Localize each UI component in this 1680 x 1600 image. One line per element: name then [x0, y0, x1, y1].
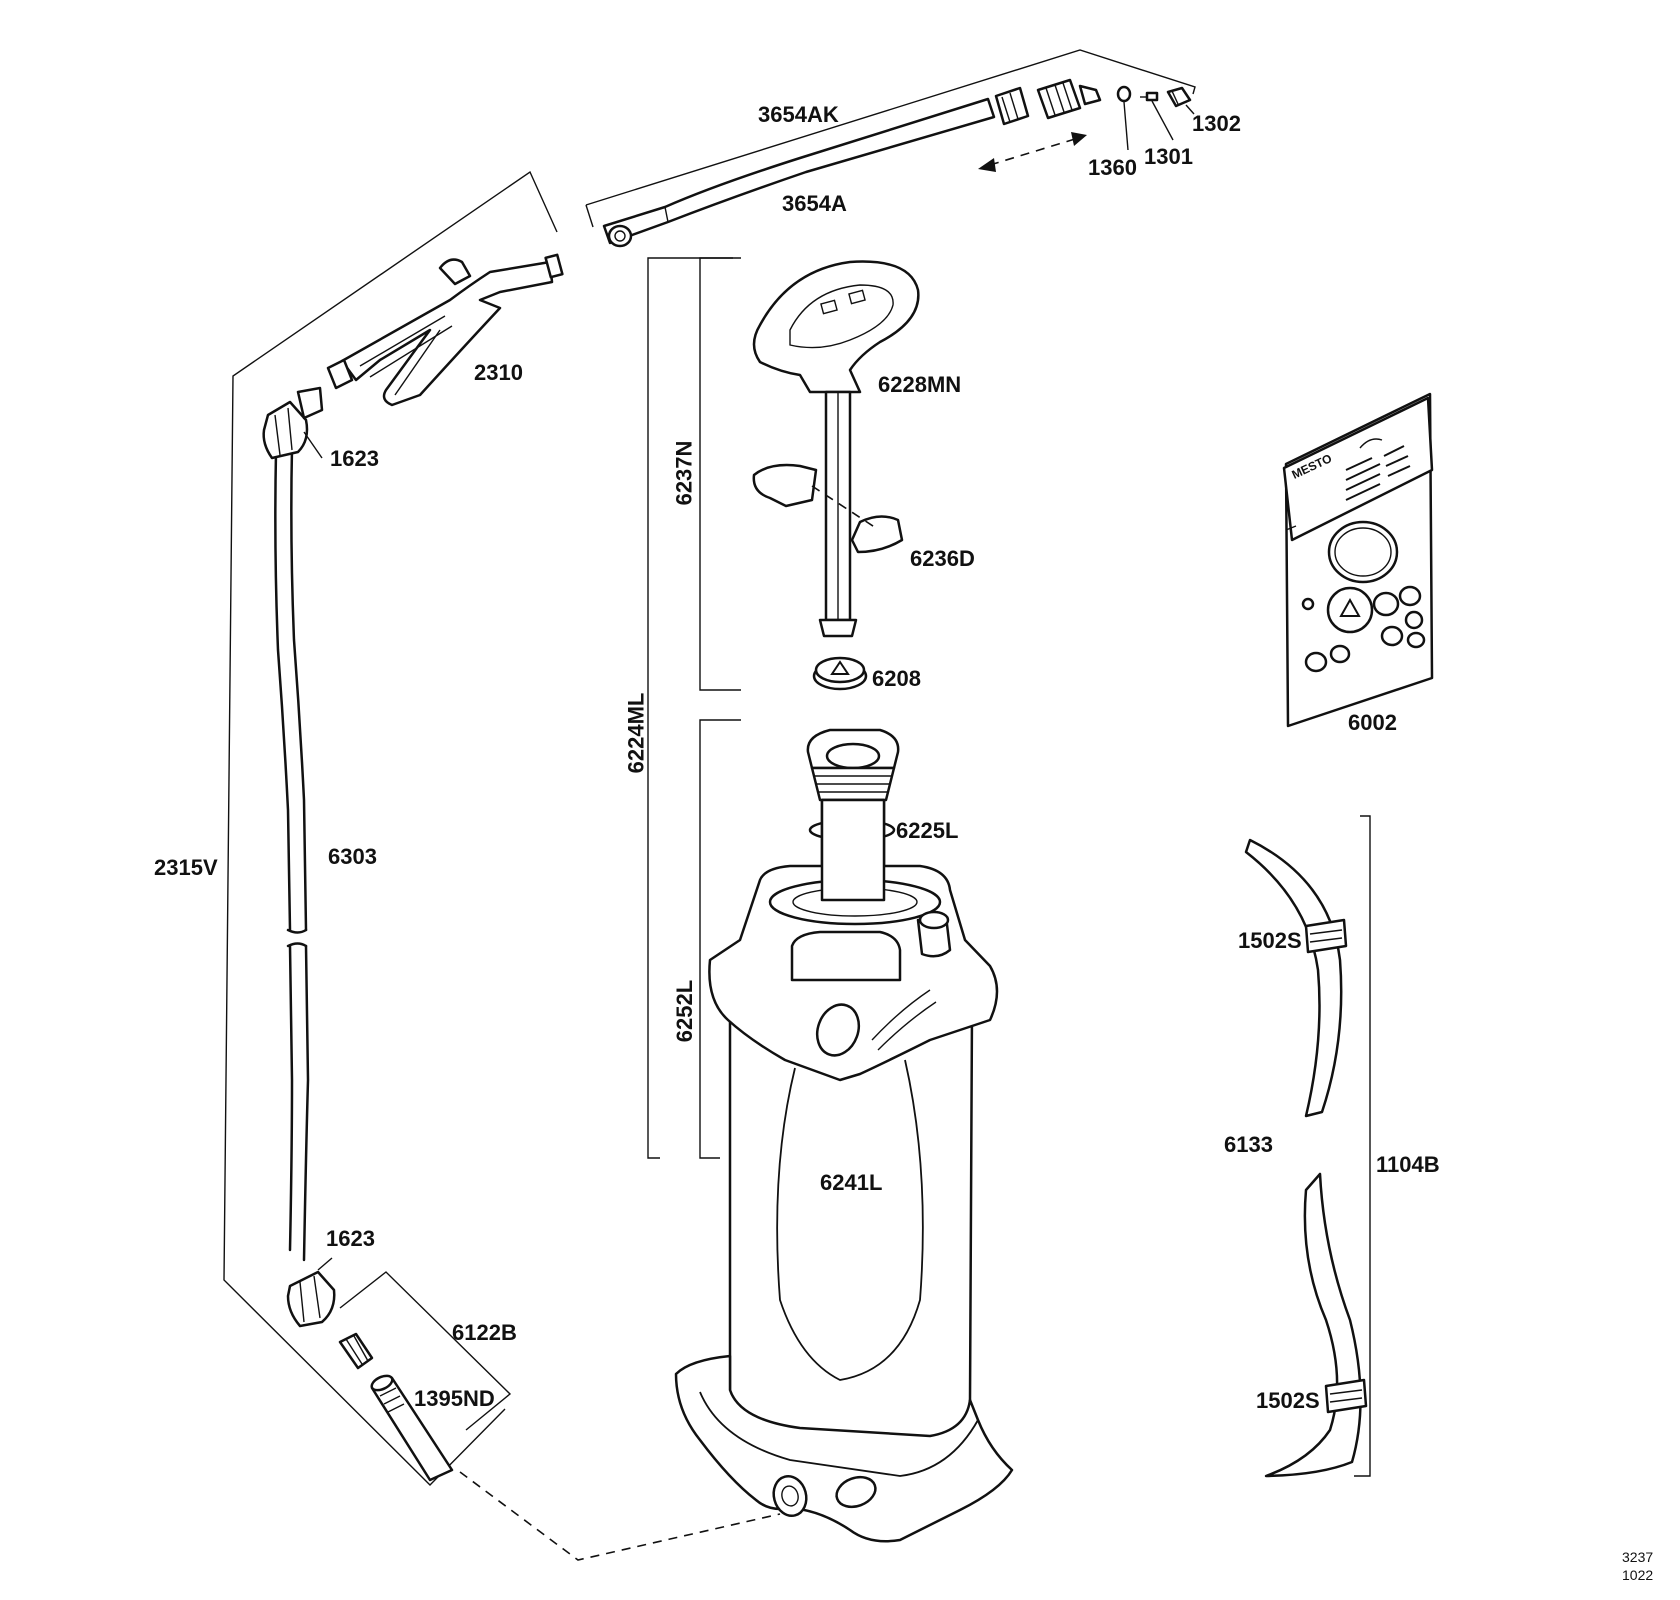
label-6224ML: 6224ML: [623, 692, 649, 774]
label-6236D: 6236D: [910, 546, 975, 571]
nozzle-cap-1302: [1166, 86, 1192, 108]
assembly-arrow: [978, 132, 1087, 172]
label-6303: 6303: [328, 844, 377, 869]
label-6228MN: 6228MN: [878, 372, 962, 397]
label-6133: 6133: [1224, 1132, 1273, 1157]
label-6237N: 6237N: [671, 440, 697, 506]
label-1502S-bottom: 1502S: [1256, 1388, 1320, 1413]
label-1502S-top: 1502S: [1238, 928, 1302, 953]
label-6225L: 6225L: [896, 818, 959, 843]
label-1302: 1302: [1192, 111, 1241, 136]
lance-nut: [994, 86, 1030, 126]
connector-6122B: [338, 1332, 374, 1370]
lance-group-bracket: [585, 49, 1196, 228]
nozzle-body: [1036, 78, 1102, 120]
lance-tube: [602, 97, 996, 248]
pump-cylinder-top: [806, 728, 900, 802]
label-6208: 6208: [872, 666, 921, 691]
trigger-handle: [326, 253, 564, 407]
hose-6303: [274, 446, 310, 1262]
label-3654AK: 3654AK: [758, 102, 839, 127]
tank-body: [674, 798, 1014, 1543]
shoulder-strap: [1244, 815, 1371, 1478]
seal-kit-card: [1282, 392, 1434, 728]
label-1360: 1360: [1088, 155, 1137, 180]
label-2310: 2310: [474, 360, 523, 385]
filter-1395ND: [370, 1374, 454, 1482]
filter-group-bracket: [339, 1271, 512, 1431]
pump-rod: [818, 390, 858, 638]
drawing-ref-date: 1022: [1622, 1567, 1654, 1583]
hose-nut-1623-bottom: [286, 1257, 336, 1328]
label-1623-top: 1623: [330, 446, 379, 471]
label-6252L: 6252L: [672, 979, 698, 1043]
label-6002: 6002: [1348, 710, 1397, 735]
label-6241L: 6241L: [820, 1170, 883, 1195]
hose-nut-1623-top: [262, 386, 324, 460]
label-1623-bottom: 1623: [326, 1226, 375, 1251]
label-1395ND: 1395ND: [414, 1386, 495, 1411]
swirl-insert-1301: [1140, 91, 1159, 102]
pump-handle: [752, 260, 920, 394]
seal-ring-1360: [1116, 85, 1132, 103]
drawing-ref-number: 3237: [1622, 1549, 1654, 1565]
filter-to-tank-dash: [459, 1471, 781, 1561]
label-6122B: 6122B: [452, 1320, 517, 1345]
pump-brackets: [647, 257, 741, 1159]
label-2315V: 2315V: [154, 855, 218, 880]
clip-6236D: [752, 463, 904, 554]
label-1104B: 1104B: [1376, 1152, 1440, 1177]
label-1301: 1301: [1144, 144, 1193, 169]
valve-6208: [812, 656, 868, 691]
label-3654A: 3654A: [782, 191, 847, 216]
